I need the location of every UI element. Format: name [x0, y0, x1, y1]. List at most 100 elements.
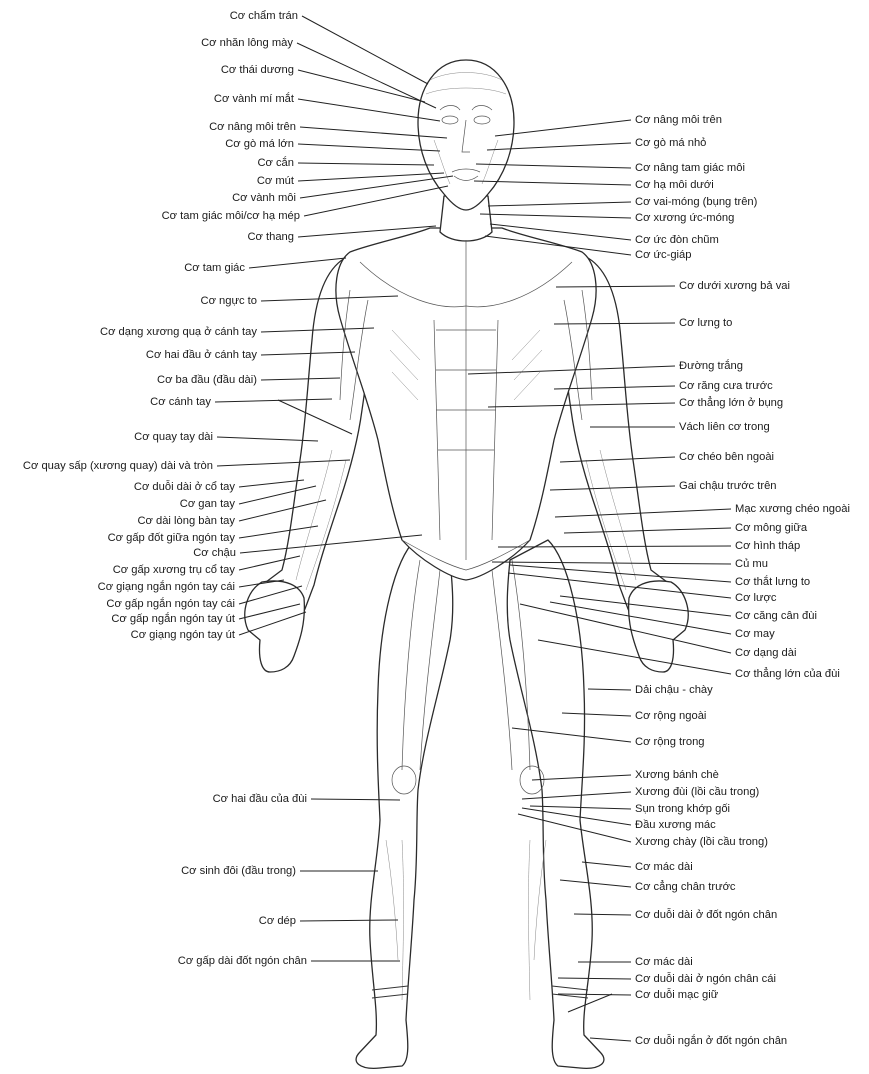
label-right: Cơ ức đòn chũm: [635, 234, 719, 246]
label-right: Dải chậu - chày: [635, 684, 713, 696]
label-left: Cơ nâng môi trên: [209, 121, 296, 133]
leader-line: [495, 120, 631, 136]
label-left: Cơ gan tay: [180, 498, 236, 510]
label-right: Cơ thắt lưng to: [735, 575, 810, 588]
label-left: Cơ mút: [257, 175, 295, 187]
label-right: Mạc xương chéo ngoài: [735, 503, 850, 515]
label-left: Cơ cánh tay: [150, 396, 211, 408]
label-left: Cơ dép: [259, 915, 296, 927]
label-right: Cơ vai-móng (bụng trên): [635, 196, 758, 208]
label-right: Xương bánh chè: [635, 769, 719, 781]
leader-line: [304, 186, 448, 216]
label-left: Cơ chẩm trán: [230, 10, 298, 22]
label-right: Cơ xương ức-móng: [635, 212, 734, 224]
label-right: Cơ mác dài: [635, 956, 693, 968]
label-left: Cơ giạng ngón tay út: [131, 629, 236, 641]
leader-line: [588, 689, 631, 690]
label-left: Cơ dài lòng bàn tay: [137, 515, 235, 527]
leader-line: [298, 173, 444, 181]
label-left: Cơ ngực to: [201, 295, 258, 307]
label-left: Cơ cắn: [257, 156, 294, 169]
label-right: Cơ chéo bên ngoài: [679, 451, 774, 463]
right-hand-outline: [245, 581, 305, 672]
label-right: Vách liên cơ trong: [679, 421, 770, 433]
label-right: Cơ duỗi dài ở đốt ngón chân: [635, 908, 777, 921]
label-right: Cơ thẳng lớn ở bụng: [679, 396, 783, 409]
left-leg-outline: [507, 540, 604, 1068]
label-left: Cơ quay tay dài: [134, 431, 213, 443]
label-right: Cơ hình tháp: [735, 540, 800, 552]
label-left: Cơ thang: [247, 231, 294, 243]
label-left: Cơ gấp đốt giữa ngón tay: [108, 532, 236, 544]
human-figure: [245, 60, 688, 1068]
leader-line: [582, 862, 631, 867]
label-right: Cơ duỗi mạc giữ: [635, 988, 719, 1001]
label-left: Cơ quay sấp (xương quay) dài và tròn: [23, 460, 213, 472]
label-left: Cơ vành môi: [232, 192, 296, 204]
label-right: Cơ nâng môi trên: [635, 114, 722, 126]
label-left: Cơ giạng ngắn ngón tay cái: [98, 580, 235, 593]
label-right: Cơ dạng dài: [735, 647, 796, 659]
label-left: Cơ hai đầu ở cánh tay: [146, 349, 257, 361]
label-right: Cơ ức-giáp: [635, 249, 691, 261]
label-right: Cơ mác dài: [635, 861, 693, 873]
leader-line: [298, 144, 440, 151]
label-right: Đầu xương mác: [635, 819, 716, 831]
leader-line: [239, 480, 304, 487]
label-left: Cơ gấp dài đốt ngón chân: [178, 955, 307, 967]
label-right: Cơ cẳng chân trước: [635, 880, 736, 893]
leader-line: [298, 70, 425, 102]
label-left: Cơ ba đầu (đầu dài): [157, 374, 257, 386]
label-right: Cơ căng cân đùi: [735, 610, 817, 622]
label-left: Cơ nhăn lông mày: [201, 37, 293, 49]
label-right: Cơ mông giữa: [735, 522, 808, 534]
label-right: Cơ rộng trong: [635, 736, 705, 748]
label-right: Cơ duỗi dài ở ngón chân cái: [635, 972, 776, 985]
label-right: Xương chày (lồi cầu trong): [635, 836, 768, 848]
label-left: Cơ vành mí mắt: [214, 92, 295, 105]
leader-line: [590, 1038, 631, 1041]
label-left: Cơ gò má lớn: [225, 138, 294, 150]
label-right: Cơ rộng ngoài: [635, 710, 706, 722]
leader-line: [564, 528, 731, 533]
leader-line: [302, 16, 428, 84]
label-right: Cơ lược: [735, 592, 777, 604]
label-right: Cơ nâng tam giác môi: [635, 162, 745, 174]
label-left: Cơ hai đầu của đùi: [213, 793, 307, 805]
label-right: Cơ thẳng lớn của đùi: [735, 667, 840, 680]
leader-line: [240, 535, 422, 553]
label-right: Cơ may: [735, 628, 775, 640]
label-left: Cơ gấp ngắn ngón tay cái: [106, 597, 235, 610]
label-right: Sụn trong khớp gối: [635, 803, 730, 815]
leader-line: [298, 163, 434, 165]
label-right: Cơ duỗi ngắn ở đốt ngón chân: [635, 1034, 787, 1047]
leader-line: [474, 181, 631, 185]
leader-line: [480, 214, 631, 218]
label-left: Cơ duỗi dài ở cổ tay: [134, 480, 236, 493]
label-left: Cơ sinh đôi (đầu trong): [181, 865, 296, 877]
label-left: Cơ chậu: [193, 547, 236, 559]
label-left: Cơ dạng xương quạ ở cánh tay: [100, 326, 257, 338]
leader-line: [498, 546, 731, 547]
label-left: Cơ tam giác môi/cơ hạ mép: [162, 210, 300, 222]
label-right: Cơ lưng to: [679, 317, 732, 329]
label-right: Xương đùi (lồi cầu trong): [635, 786, 760, 798]
label-left: Cơ thái dương: [221, 64, 294, 76]
leader-line: [488, 202, 631, 206]
right-leg-outline: [356, 540, 453, 1068]
left-hand-outline: [629, 581, 689, 672]
label-right: Gai chậu trước trên: [679, 480, 777, 492]
label-right: Cơ hạ môi dưới: [635, 179, 714, 191]
labels-left: Cơ chẩm trán Cơ nhăn lông mày Cơ thái dư…: [23, 10, 307, 967]
label-right: Cơ răng cưa trước: [679, 380, 773, 392]
label-right: Cơ gò má nhỏ: [635, 137, 706, 149]
label-left: Cơ tam giác: [184, 262, 245, 274]
labels-right: Cơ nâng môi trên Cơ gò má nhỏ Cơ nâng ta…: [635, 114, 850, 1047]
label-right: Đường trắng: [679, 359, 743, 372]
label-right: Củ mu: [735, 558, 768, 570]
label-right: Cơ dưới xương bả vai: [679, 280, 790, 292]
leader-line: [249, 258, 346, 268]
leader-line: [555, 509, 731, 517]
label-left: Cơ gấp xương trụ cổ tay: [113, 564, 236, 576]
